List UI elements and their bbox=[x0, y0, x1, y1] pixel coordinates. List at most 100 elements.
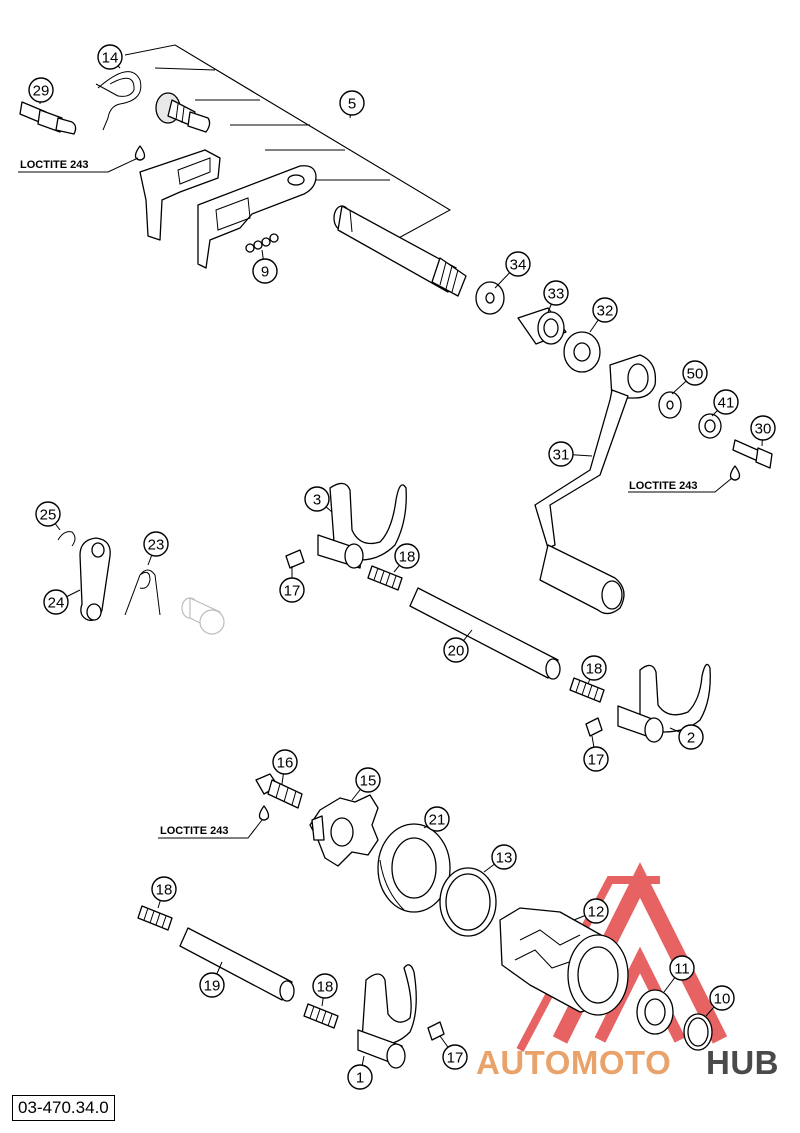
callout-circle bbox=[750, 415, 776, 441]
part-18-spring bbox=[137, 905, 173, 931]
callout-number: 34 bbox=[510, 257, 527, 274]
part-17-pin bbox=[427, 1021, 445, 1041]
callout-18: 18 bbox=[393, 543, 420, 573]
callout-circle bbox=[678, 724, 704, 750]
watermark-text-secondary: HUB bbox=[706, 1044, 779, 1081]
callout-16: 16 bbox=[272, 749, 298, 785]
callout-circle bbox=[443, 637, 469, 663]
callout-circle bbox=[442, 1044, 468, 1070]
callout-number: 18 bbox=[156, 882, 173, 899]
part-21-bearing bbox=[377, 823, 451, 913]
callout-32: 32 bbox=[589, 297, 618, 333]
loctite-drop-icon bbox=[158, 805, 270, 839]
part-13-gasket-ring bbox=[439, 867, 497, 937]
callout-number: 33 bbox=[548, 286, 565, 303]
callout-17: 17 bbox=[583, 735, 609, 772]
part-18-spring bbox=[303, 1003, 339, 1029]
callout-10: 10 bbox=[705, 985, 735, 1017]
callout-circle bbox=[394, 543, 420, 569]
callout-number: 25 bbox=[40, 507, 57, 524]
callout-circle bbox=[347, 1064, 373, 1090]
callout-23: 23 bbox=[143, 531, 169, 566]
part-18-spring bbox=[569, 677, 605, 703]
document-code: 03-470.34.0 bbox=[12, 1095, 115, 1121]
callout-circle bbox=[669, 955, 695, 981]
callout-24: 24 bbox=[43, 589, 81, 615]
callout-circle bbox=[28, 77, 54, 103]
callout-29: 29 bbox=[28, 77, 54, 105]
loctite-drop-icon bbox=[18, 145, 146, 173]
part-3-shift-fork bbox=[317, 482, 407, 569]
callout-circle bbox=[143, 531, 169, 557]
callout-17: 17 bbox=[279, 566, 305, 603]
callout-circle bbox=[543, 280, 569, 306]
callout-circle bbox=[709, 985, 735, 1011]
watermark-text-primary: AUTOMOTO bbox=[476, 1044, 671, 1081]
callout-number: 32 bbox=[597, 303, 614, 320]
callout-circle bbox=[304, 486, 330, 512]
callout-number: 14 bbox=[102, 50, 119, 67]
callout-circle bbox=[505, 251, 531, 277]
callout-18: 18 bbox=[581, 655, 607, 685]
callout-circle bbox=[312, 973, 338, 999]
part-stud-nut bbox=[155, 92, 211, 133]
callout-circle bbox=[592, 297, 618, 323]
part-18-spring bbox=[367, 565, 403, 591]
part-23-spring bbox=[124, 569, 161, 616]
callout-31: 31 bbox=[548, 441, 593, 467]
callout-17: 17 bbox=[439, 1035, 468, 1070]
part-30-bolt bbox=[732, 439, 773, 469]
part-14-spring-clip bbox=[95, 71, 142, 131]
callout-circle bbox=[581, 655, 607, 681]
callout-number: 13 bbox=[496, 850, 513, 867]
callout-number: 19 bbox=[204, 978, 221, 995]
loctite-label: LOCTITE 243 bbox=[160, 825, 228, 837]
part-12-shift-drum bbox=[499, 907, 629, 1016]
callout-number: 1 bbox=[356, 1070, 364, 1087]
callout-number: 12 bbox=[588, 904, 605, 921]
part-29-bolt bbox=[19, 101, 77, 135]
part-16-bolt bbox=[255, 773, 303, 809]
part-25-circlip bbox=[57, 531, 76, 547]
callout-circle bbox=[279, 577, 305, 603]
callout-circle bbox=[713, 389, 739, 415]
callout-number: 17 bbox=[284, 583, 301, 600]
callout-number: 50 bbox=[687, 366, 704, 383]
part-19-rod bbox=[179, 927, 295, 1002]
callout-34: 34 bbox=[494, 251, 531, 289]
callout-circle bbox=[491, 844, 517, 870]
part-33-needle-bushing bbox=[517, 307, 567, 345]
callout-number: 5 bbox=[348, 96, 356, 113]
part-17-pin bbox=[585, 717, 603, 737]
callout-2: 2 bbox=[669, 724, 704, 750]
part-10-ring bbox=[683, 1013, 713, 1051]
part-20-rod bbox=[409, 587, 561, 680]
callout-3: 3 bbox=[304, 486, 333, 513]
loctite-label: LOCTITE 243 bbox=[20, 159, 88, 171]
part-15-star-cam bbox=[309, 794, 379, 867]
callout-5: 5 bbox=[339, 90, 365, 119]
callout-number: 10 bbox=[714, 991, 731, 1008]
callout-circle bbox=[424, 806, 450, 832]
part-lever-plate-large bbox=[197, 165, 317, 269]
callout-number: 31 bbox=[553, 447, 570, 464]
callout-number: 15 bbox=[360, 773, 377, 790]
callout-circle bbox=[199, 972, 225, 998]
callout-number: 18 bbox=[317, 979, 334, 996]
callout-circle bbox=[43, 589, 69, 615]
loctite-drop-icon bbox=[628, 465, 741, 493]
callout-number: 2 bbox=[687, 730, 695, 747]
callout-50: 50 bbox=[671, 360, 708, 395]
callout-number: 24 bbox=[48, 595, 65, 612]
part-17-pin bbox=[285, 549, 305, 569]
callout-circle bbox=[355, 767, 381, 793]
callout-number: 9 bbox=[261, 264, 269, 281]
part-faint-bolt bbox=[181, 597, 225, 635]
callout-number: 17 bbox=[447, 1050, 464, 1067]
callout-number: 21 bbox=[429, 812, 446, 829]
part-1-shift-fork bbox=[357, 964, 417, 1069]
callout-circle bbox=[97, 44, 123, 70]
